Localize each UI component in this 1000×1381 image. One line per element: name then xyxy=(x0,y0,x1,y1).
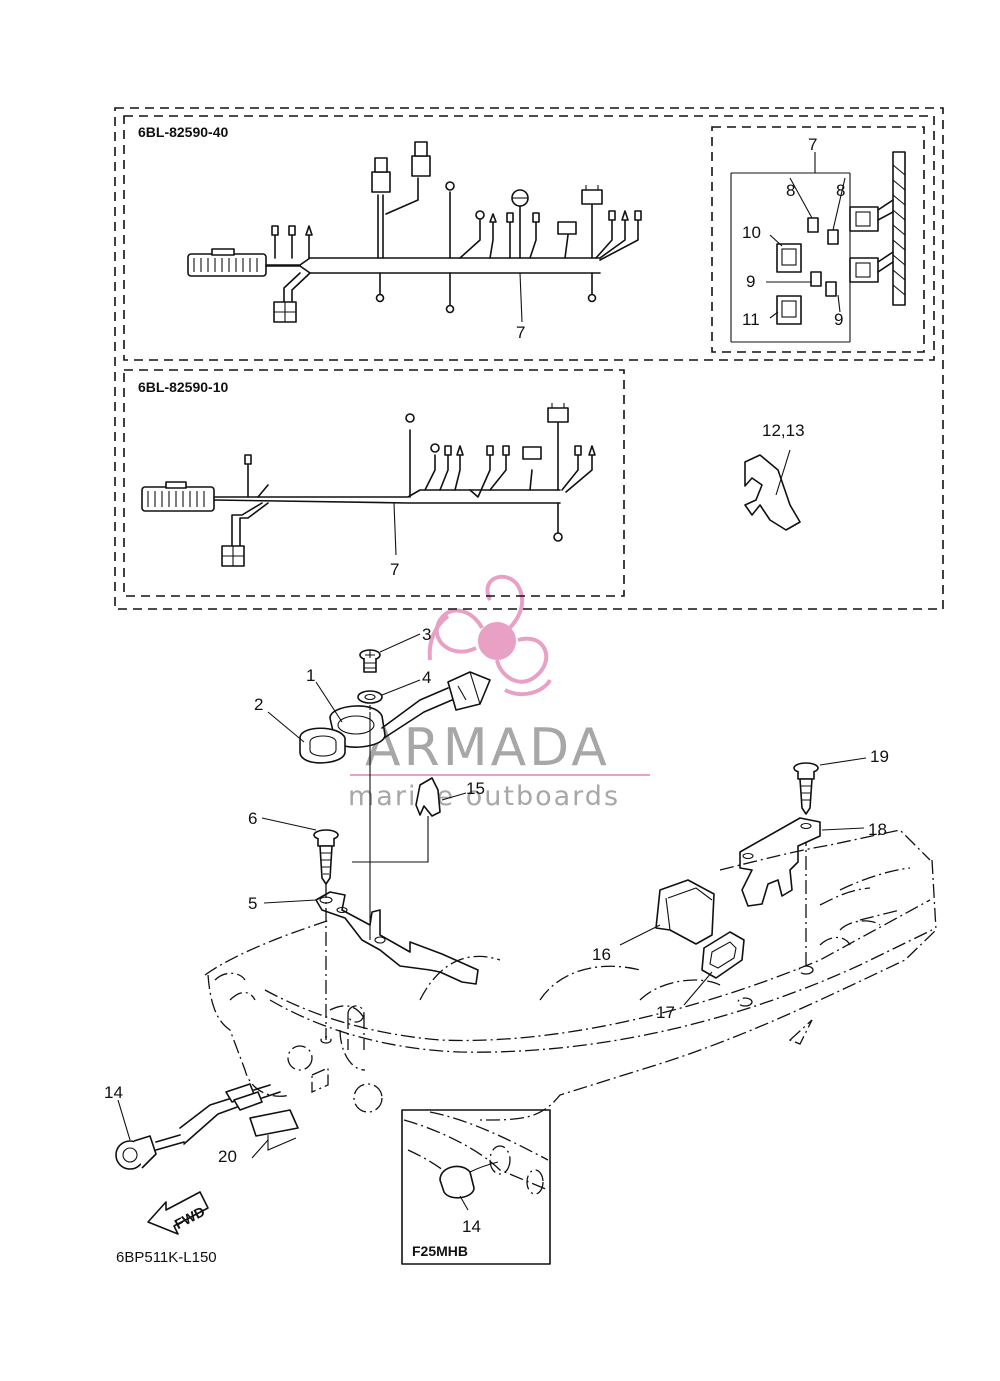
callout-15: 15 xyxy=(466,779,485,798)
seal-part-17 xyxy=(683,931,745,1006)
callout-12-13: 12,13 xyxy=(762,421,805,440)
coupler-icon xyxy=(371,171,391,193)
grommet-part-2 xyxy=(267,711,346,764)
callout-10: 10 xyxy=(742,223,761,242)
stop-switch-part-14 xyxy=(115,1083,281,1170)
washer-part-4 xyxy=(357,679,421,704)
cover-part-16 xyxy=(619,879,715,946)
callout-20: 20 xyxy=(218,1147,237,1166)
callout-11: 11 xyxy=(742,310,760,329)
connector-detail-frame xyxy=(711,126,925,353)
inset-model-label: F25MHB xyxy=(412,1243,468,1259)
watermark-brand: ARMADA xyxy=(365,718,610,778)
cable-clamp xyxy=(744,449,801,531)
callout-16: 16 xyxy=(592,945,611,964)
callout-18: 18 xyxy=(868,820,887,839)
callout-2: 2 xyxy=(254,695,263,714)
main-connector-icon xyxy=(141,486,215,512)
watermark-tagline: marine outboards xyxy=(348,781,620,812)
screw-part-6 xyxy=(261,817,339,885)
coupler-icon xyxy=(776,243,802,273)
callout-1: 1 xyxy=(306,666,315,685)
callout-5: 5 xyxy=(248,894,257,913)
bracket-part-5 xyxy=(263,891,479,985)
harness-bundle-icon xyxy=(892,151,906,306)
coupler-icon xyxy=(411,155,431,177)
propeller-logo-icon xyxy=(427,574,552,697)
plug-part-14 xyxy=(439,1165,475,1199)
callout-7-lower: 7 xyxy=(390,560,399,579)
wire-harness-40 xyxy=(187,141,642,323)
callout-14-inset: 14 xyxy=(462,1217,481,1236)
clip-part-15 xyxy=(352,777,467,863)
coupler-icon xyxy=(849,257,879,283)
outer-dashed-frame xyxy=(114,107,944,610)
harness-10-part-number: 6BL-82590-10 xyxy=(138,379,228,395)
main-connector-icon xyxy=(187,253,267,277)
holder-part-18 xyxy=(739,817,865,907)
callout-8-right: 8 xyxy=(836,181,845,200)
coupler-icon xyxy=(849,206,879,232)
callout-14: 14 xyxy=(104,1083,123,1102)
callout-8-left: 8 xyxy=(786,181,795,200)
wire-harness-10 xyxy=(141,403,596,567)
callout-19: 19 xyxy=(870,747,889,766)
inset-frame xyxy=(401,1109,551,1265)
connector-detail xyxy=(730,151,906,343)
bottom-cowling xyxy=(204,829,937,1121)
inset-f25mhb: 14 F25MHB xyxy=(401,1109,551,1265)
watermark: ARMADA marine outboards xyxy=(348,574,650,812)
callout-9-right: 9 xyxy=(834,310,843,329)
decal-part-20 xyxy=(249,1109,299,1159)
bolt-part-19 xyxy=(793,757,867,815)
harness-10-frame xyxy=(123,369,625,597)
harness-40-frame xyxy=(123,115,935,361)
callout-3: 3 xyxy=(422,625,431,644)
screw-part-3 xyxy=(359,633,421,673)
figure-code: 6BP511K-L150 xyxy=(116,1249,217,1266)
callout-7-detail: 7 xyxy=(808,135,817,154)
coupler-icon xyxy=(776,295,802,325)
callout-7: 7 xyxy=(516,323,525,342)
harness-40-part-number: 6BL-82590-40 xyxy=(138,124,228,140)
callout-4: 4 xyxy=(422,668,431,687)
callout-9-left: 9 xyxy=(746,272,755,291)
callout-6: 6 xyxy=(248,809,257,828)
fwd-arrow-icon: FWD xyxy=(147,1191,209,1235)
